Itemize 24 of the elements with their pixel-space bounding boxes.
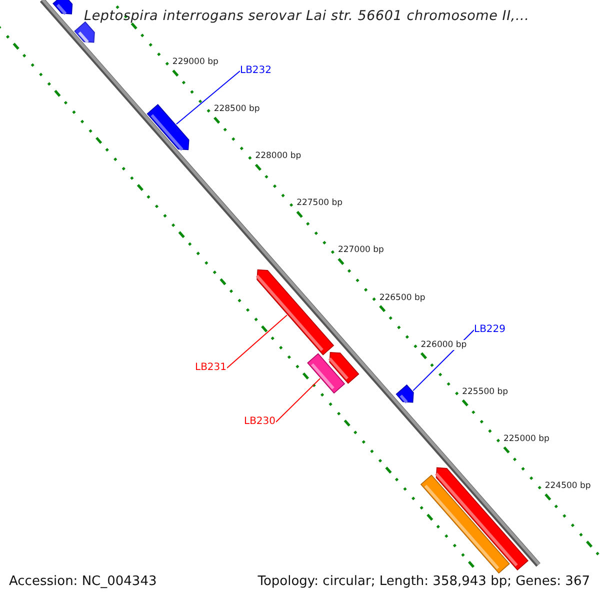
leader-line — [412, 330, 474, 392]
position-label: 228500 bp — [212, 104, 261, 114]
position-label: 226000 bp — [420, 340, 468, 350]
leader-line — [276, 378, 321, 422]
position-label: 228000 bp — [254, 151, 302, 162]
position-label: 225500 bp — [461, 386, 510, 397]
map-title: Leptospira interrogans serovar Lai str. 56601 chromosome II,... — [84, 8, 530, 24]
position-label: 226500 bp — [378, 292, 426, 302]
position-label: 227000 bp — [336, 245, 385, 256]
gene-feature — [146, 104, 190, 151]
position-label: 225000 bp — [502, 434, 550, 444]
gene-feature — [307, 353, 346, 394]
gene-feature — [396, 384, 414, 404]
position-label: 227500 bp — [296, 198, 344, 208]
footer-text: Topology: circular; Length: 358,943 bp; Genes: 367 — [258, 573, 590, 590]
gene-feature — [420, 474, 510, 574]
gene-feature — [256, 269, 334, 356]
leader-line — [176, 70, 240, 125]
gene-feature — [74, 21, 95, 44]
leader-line — [226, 314, 288, 368]
gene-feature — [52, 0, 73, 15]
footer-text: Accession: NC_004343 — [9, 573, 157, 590]
position-label: 229000 bp — [171, 57, 220, 68]
position-label: 224500 bp — [544, 480, 592, 491]
